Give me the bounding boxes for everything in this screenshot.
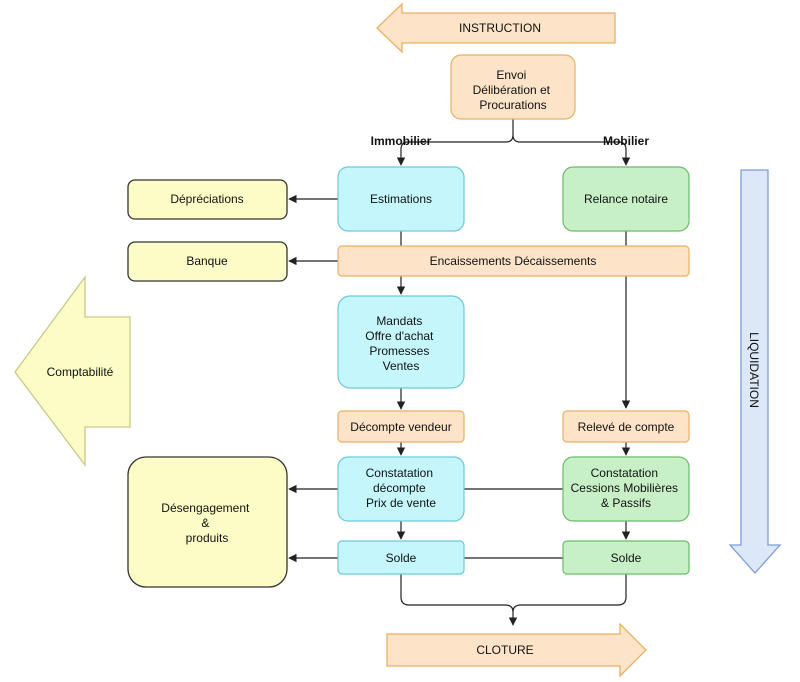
- node-envoi-text: Envoi Délibération et Procurations: [473, 68, 554, 112]
- node-releve-compte-text: Relevé de compte: [578, 420, 675, 434]
- node-depreciations-text: Dépréciations: [170, 192, 243, 206]
- node-releve-compte: Relevé de compte: [562, 410, 690, 443]
- node-solde-immo-text: Solde: [386, 551, 417, 565]
- cloture-label: CLOTURE: [476, 643, 533, 657]
- node-mandats-text: Mandats Offre d'achat Promesses Ventes: [365, 314, 436, 373]
- node-estimations: Estimations: [337, 166, 465, 232]
- node-constatation-immo: Constatation décompte Prix de vente: [337, 456, 465, 522]
- node-depreciations: Dépréciations: [127, 179, 288, 220]
- node-constatation-mob-text: Constatation Cessions Mobilières & Passi…: [571, 466, 682, 510]
- comptabilite-label: Comptabilité: [47, 365, 114, 379]
- edge-envoi-brace: [400, 119, 627, 151]
- liquidation-arrow: [728, 169, 782, 574]
- mobilier-label: Mobilier: [603, 134, 649, 148]
- node-relance-notaire-text: Relance notaire: [584, 192, 668, 206]
- instruction-label: INSTRUCTION: [459, 21, 541, 35]
- node-banque-text: Banque: [186, 254, 228, 268]
- node-banque: Banque: [127, 241, 288, 282]
- node-estimations-text: Estimations: [370, 192, 432, 206]
- node-encaissements-text: Encaissements Décaissements: [430, 254, 597, 268]
- node-envoi: Envoi Délibération et Procurations: [450, 54, 576, 120]
- node-desengagement: Désengagement & produits: [127, 456, 288, 588]
- node-solde-mob: Solde: [562, 540, 690, 575]
- node-decompte-vendeur-text: Décompte vendeur: [350, 420, 451, 434]
- node-desengagement-text: Désengagement & produits: [161, 501, 252, 545]
- comptabilite-arrow: [14, 275, 131, 467]
- immobilier-label: Immobilier: [371, 134, 432, 148]
- node-solde-immo: Solde: [337, 540, 465, 575]
- instruction-arrow: [376, 2, 616, 54]
- node-encaissements: Encaissements Décaissements: [337, 245, 690, 277]
- edge-soldes-cloture: [400, 574, 627, 625]
- node-mandats: Mandats Offre d'achat Promesses Ventes: [337, 295, 465, 389]
- node-constatation-immo-text: Constatation décompte Prix de vente: [366, 466, 437, 510]
- node-solde-mob-text: Solde: [611, 551, 642, 565]
- node-constatation-mob: Constatation Cessions Mobilières & Passi…: [562, 456, 690, 522]
- liquidation-label: LIQUIDATION: [747, 332, 761, 408]
- node-relance-notaire: Relance notaire: [562, 166, 690, 232]
- cloture-arrow: [386, 622, 647, 678]
- node-decompte-vendeur: Décompte vendeur: [337, 410, 465, 443]
